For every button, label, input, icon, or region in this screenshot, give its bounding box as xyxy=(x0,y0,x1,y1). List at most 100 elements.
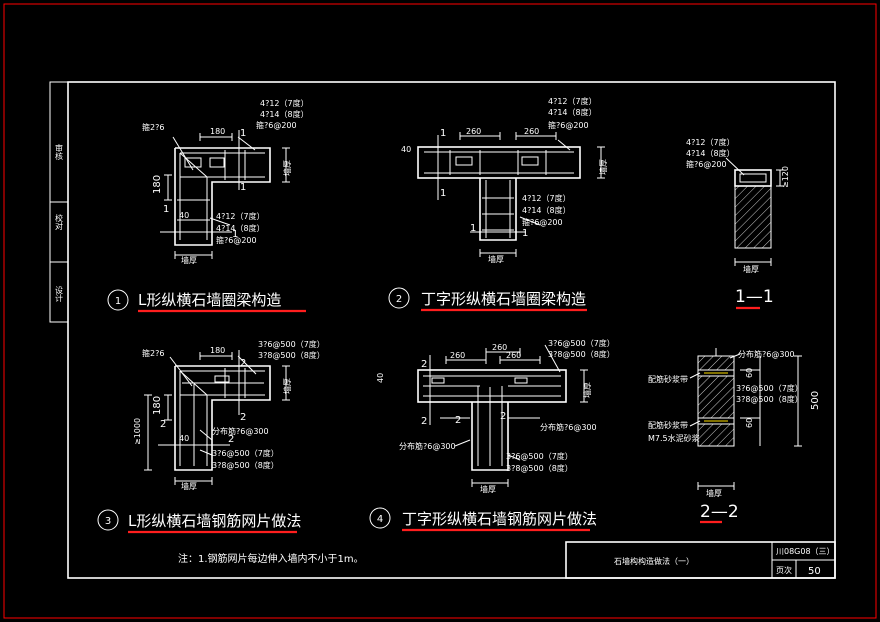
d1-label-bstir: 箍?6@200 xyxy=(216,235,257,245)
s2-label-cement: M7.5水泥砂浆 xyxy=(648,433,700,443)
s2-dim-500: 500 xyxy=(810,391,821,410)
d3-label-corner: 箍2?6 xyxy=(142,348,164,358)
d2-label-r14: 4?14（8度） xyxy=(548,107,597,117)
section-2-2-text: 2—2 xyxy=(700,502,739,522)
d4-label-b8: 3?8@500（8度） xyxy=(506,463,573,473)
detail-3-number: 3 xyxy=(105,516,111,527)
d2-cut-top: 1 xyxy=(440,128,446,139)
s1-label-r14: 4?14（8度） xyxy=(686,148,735,158)
d4-wall-h: 墙厚 xyxy=(480,484,496,494)
d1-label-b12: 4?12（7度） xyxy=(216,211,265,221)
d1-dim-180: 180 xyxy=(210,127,225,136)
d2-wall-h: 墙厚 xyxy=(488,254,504,264)
d3-cut-mid: 2 xyxy=(240,412,246,423)
s2-label-dist: 分布筋?6@300 xyxy=(738,349,795,359)
d1-cut-top: 1 xyxy=(240,128,246,139)
d1-dim-40: 40 xyxy=(179,211,189,220)
d3-label-dist: 分布筋?6@300 xyxy=(212,426,269,436)
s1-dim: ≥120 xyxy=(781,166,790,188)
detail-3-title-text: L形纵横石墙钢筋网片做法 xyxy=(128,512,301,530)
d3-dim-1000: ≥1000 xyxy=(133,418,142,445)
d2-dim-260b: 260 xyxy=(524,127,539,136)
d3-cut-right: 2 xyxy=(228,434,234,445)
d3-label-b8: 3?8@500（8度） xyxy=(212,460,279,470)
note-text: 注：1.钢筋网片每边伸入墙内不小于1m。 xyxy=(178,552,364,565)
detail-4-title: 4 丁字形纵横石墙钢筋网片做法 xyxy=(369,507,597,532)
detail-2-drawing xyxy=(417,132,605,257)
d4-cut-right: 2 xyxy=(500,411,506,422)
title-block-page-no: 50 xyxy=(808,566,821,577)
title-block-atlas: 川08G08（三） xyxy=(776,547,835,556)
d1-label-r12: 4?12（7度） xyxy=(260,98,309,108)
drawing-frame xyxy=(67,81,836,579)
s2-dim-60a: 60 xyxy=(745,368,754,378)
detail-4-drawing xyxy=(417,344,588,487)
title-block-page-label: 页次 xyxy=(776,565,792,575)
d1-label-stir: 箍?6@200 xyxy=(256,120,297,130)
s2-label-mortar1: 配筋砂浆带 xyxy=(648,374,688,384)
s1-wall: 墙厚 xyxy=(743,264,759,274)
detail-1-drawing xyxy=(160,130,290,259)
detail-2-number: 2 xyxy=(396,294,402,305)
s2-dim-60b: 60 xyxy=(745,418,754,428)
title-block: 石墙构构造做法（一） 川08G08（三） 页次 50 xyxy=(565,541,836,579)
d2-label-bstir: 箍?6@200 xyxy=(522,217,563,227)
s2-wall: 墙厚 xyxy=(706,488,722,498)
d4-label-r8: 3?8@500（8度） xyxy=(548,349,615,359)
detail-2-title-text: 丁字形纵横石墙圈梁构造 xyxy=(421,290,586,308)
d2-dim-260a: 260 xyxy=(466,127,481,136)
d2-wall-v: 墙厚 xyxy=(598,159,608,175)
s2-label-r7: 3?6@500（7度） xyxy=(736,383,803,393)
outer-frame xyxy=(3,3,877,619)
d1-cut-left: 1 xyxy=(163,204,169,215)
d3-cut-top: 2 xyxy=(240,358,246,369)
d4-dim-40: 40 xyxy=(376,373,385,383)
detail-1-number: 1 xyxy=(115,296,121,307)
d4-label-dist: 分布筋?6@300 xyxy=(540,422,597,432)
side-label-review: 审核 xyxy=(55,143,64,161)
d3-dim-40: 40 xyxy=(179,434,189,443)
section-1-1-drawing xyxy=(725,157,784,266)
d4-dim-260b: 260 xyxy=(492,343,507,352)
d3-wall-v: 墙厚 xyxy=(282,378,292,394)
d3-dim-180v: 180 xyxy=(152,396,163,415)
detail-3-drawing xyxy=(144,350,290,485)
d2-cut-mid: 1 xyxy=(440,188,446,199)
detail-2-title: 2 丁字形纵横石墙圈梁构造 xyxy=(388,287,587,312)
d4-dim-260c: 260 xyxy=(506,351,521,360)
d3-wall-h: 墙厚 xyxy=(181,481,197,491)
d4-label-ldist: 分布筋?6@300 xyxy=(399,441,456,451)
d1-label-r14: 4?14（8度） xyxy=(260,109,309,119)
d2-cut-right: 1 xyxy=(522,228,528,239)
d4-label-b7: 3?6@500（7度） xyxy=(506,451,573,461)
d3-cut-left: 2 xyxy=(160,419,166,430)
d3-label-r7: 3?6@500（7度） xyxy=(258,339,325,349)
section-1-1-text: 1—1 xyxy=(735,287,774,307)
d4-cut-left: 2 xyxy=(455,415,461,426)
detail-4-number: 4 xyxy=(377,514,383,525)
detail-4-title-text: 丁字形纵横石墙钢筋网片做法 xyxy=(402,510,597,528)
detail-3-title: 3 L形纵横石墙钢筋网片做法 xyxy=(97,509,301,534)
d2-label-b14: 4?14（8度） xyxy=(522,205,571,215)
d1-label-corner: 箍2?6 xyxy=(142,122,164,132)
section-1-1-title: 1—1 xyxy=(735,287,774,310)
d1-cut-right: 1 xyxy=(232,229,238,240)
d2-label-stir: 箍?6@200 xyxy=(548,120,589,130)
d4-wall-v: 墙厚 xyxy=(582,382,592,398)
s1-label-r12: 4?12（7度） xyxy=(686,137,735,147)
section-2-2-title: 2—2 xyxy=(700,502,739,524)
d2-cut-left: 1 xyxy=(470,223,476,234)
d2-label-r12: 4?12（7度） xyxy=(548,96,597,106)
d1-wall-v: 墙厚 xyxy=(282,160,292,176)
d3-label-r8: 3?8@500（8度） xyxy=(258,350,325,360)
d4-dim-260a: 260 xyxy=(450,351,465,360)
d4-cut-mid: 2 xyxy=(421,416,427,427)
d3-dim-180: 180 xyxy=(210,346,225,355)
title-block-name: 石墙构构造做法（一） xyxy=(614,556,694,566)
s1-label-stir: 箍?6@200 xyxy=(686,159,727,169)
s2-label-r8: 3?8@500（8度） xyxy=(736,394,803,404)
side-label-check: 校对 xyxy=(55,213,64,230)
d4-label-r7: 3?6@500（7度） xyxy=(548,338,615,348)
